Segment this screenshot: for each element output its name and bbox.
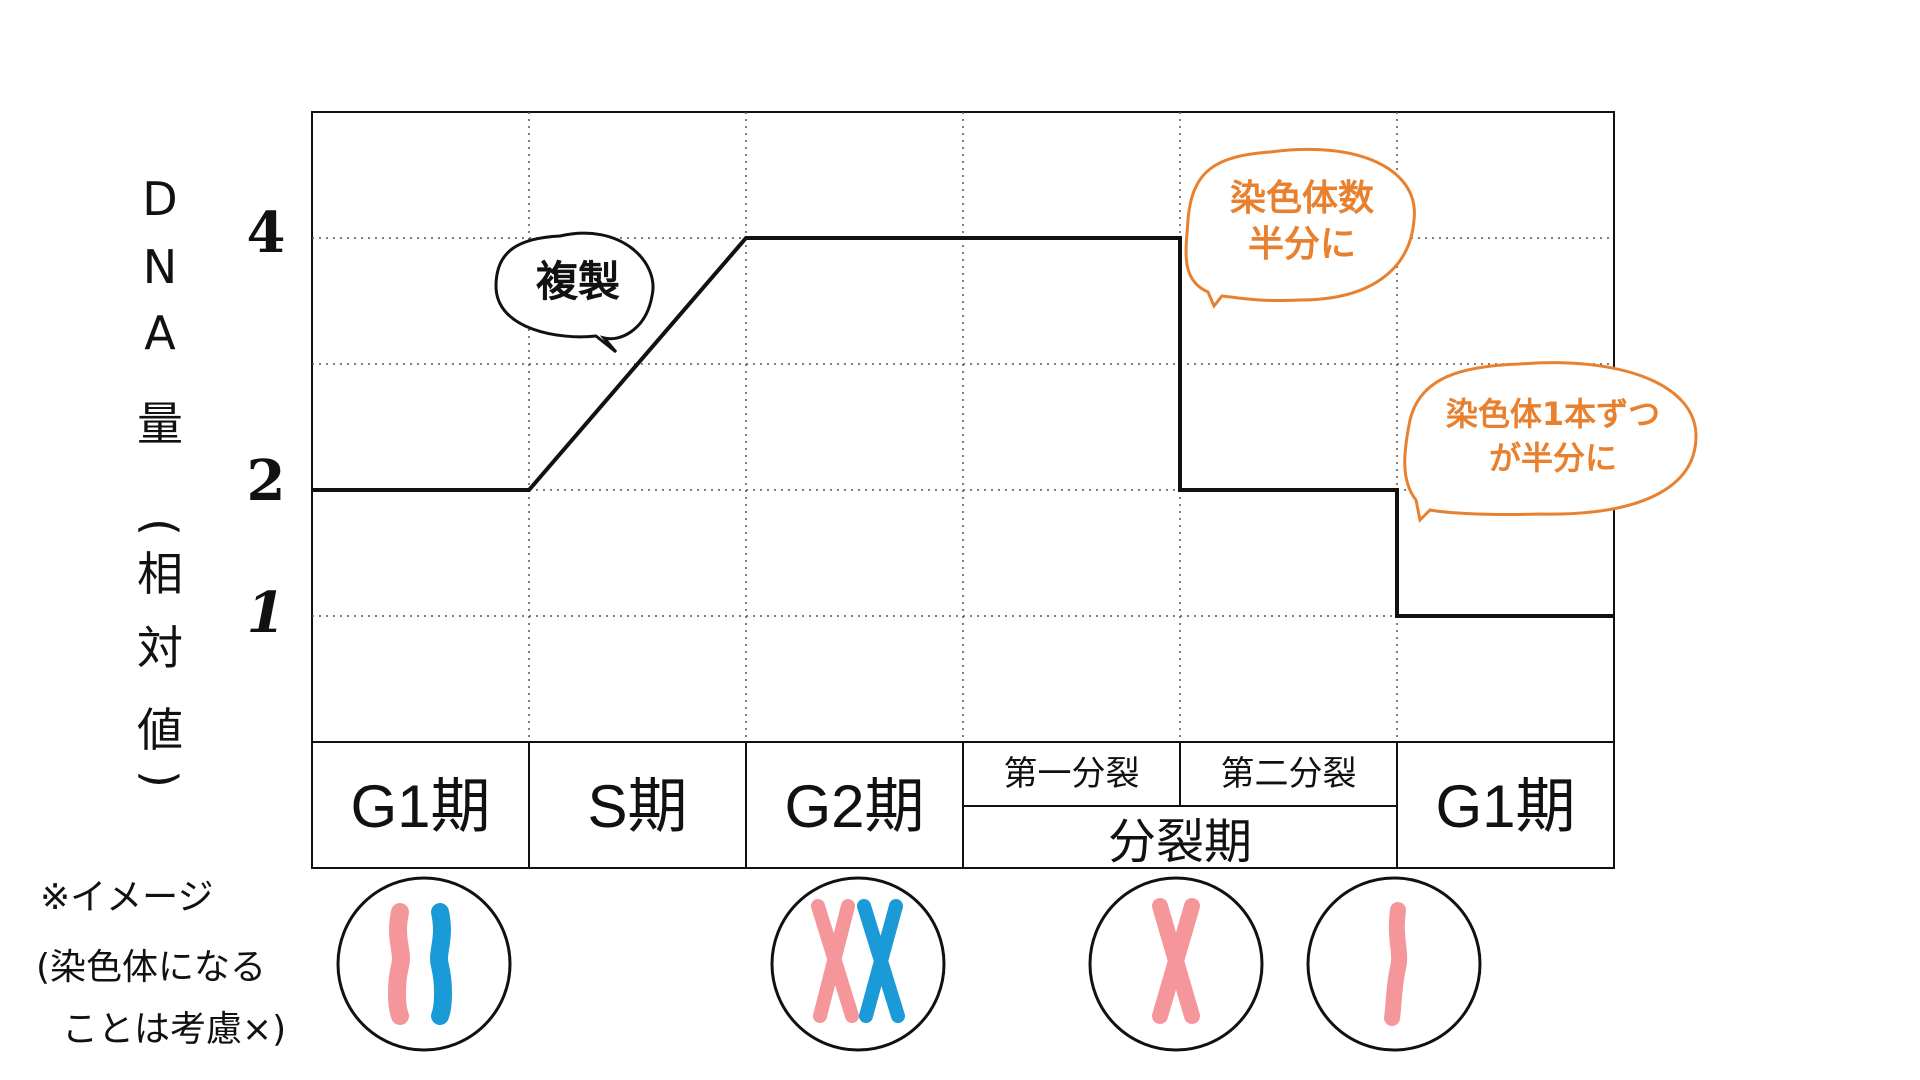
note-line: (染色体になる [36, 947, 267, 988]
cell-meiosis-1 [1088, 876, 1264, 1052]
phase-label: G2期 [784, 772, 925, 840]
subphase-label: 第二分裂 [1220, 753, 1357, 794]
ylabel-char: ) [133, 770, 187, 788]
phase-label: G1期 [350, 772, 491, 840]
phase-label: 分裂期 [1107, 816, 1252, 869]
pink-chromatids [1152, 898, 1200, 1024]
ylabel-char: A [144, 306, 176, 360]
ytick-label: 1 [246, 580, 286, 646]
cell-g1 [336, 876, 512, 1052]
cell-g2 [770, 876, 946, 1052]
ylabel-char: 量 [137, 397, 183, 451]
ylabel-char: 相 [137, 547, 183, 601]
ylabel-char: 値 [137, 703, 183, 757]
annotation-line: 染色体数 [1229, 178, 1374, 219]
replication-label: 複製 [535, 257, 620, 306]
pink-chromosome [1384, 902, 1408, 1026]
pink-chromatids [811, 899, 859, 1023]
note-line: ※イメージ [40, 877, 214, 918]
ylabel-char: 対 [137, 621, 183, 675]
chromatid-halved-label: 染色体1本ずつ が半分に [1412, 392, 1694, 480]
blue-chromosome [430, 903, 452, 1025]
annotation-line: 半分に [1247, 224, 1356, 265]
ylabel-char: D [142, 172, 178, 226]
phase-label: S期 [587, 772, 688, 840]
ytick-label: 4 [246, 200, 286, 266]
annotation-line: 染色体1本ずつ [1445, 395, 1661, 433]
phase-label: G1期 [1435, 772, 1576, 840]
chromatid-halved-bubble [1403, 361, 1698, 524]
chromosome-halved-label: 染色体数 半分に [1192, 176, 1412, 268]
chromosome-halved-bubble [1184, 147, 1416, 309]
ytick-label: 2 [246, 448, 286, 514]
dna-amount-line [312, 236, 1614, 618]
blue-chromatids [857, 899, 905, 1023]
pink-chromosome [388, 903, 410, 1025]
subphase-label: 第一分裂 [1003, 753, 1140, 794]
annotation-line: が半分に [1488, 439, 1617, 477]
note-line: ことは考慮×) [62, 1009, 287, 1050]
replication-bubble [494, 231, 655, 354]
ylabel-char: N [142, 240, 178, 294]
cell-meiosis-2 [1306, 876, 1482, 1052]
